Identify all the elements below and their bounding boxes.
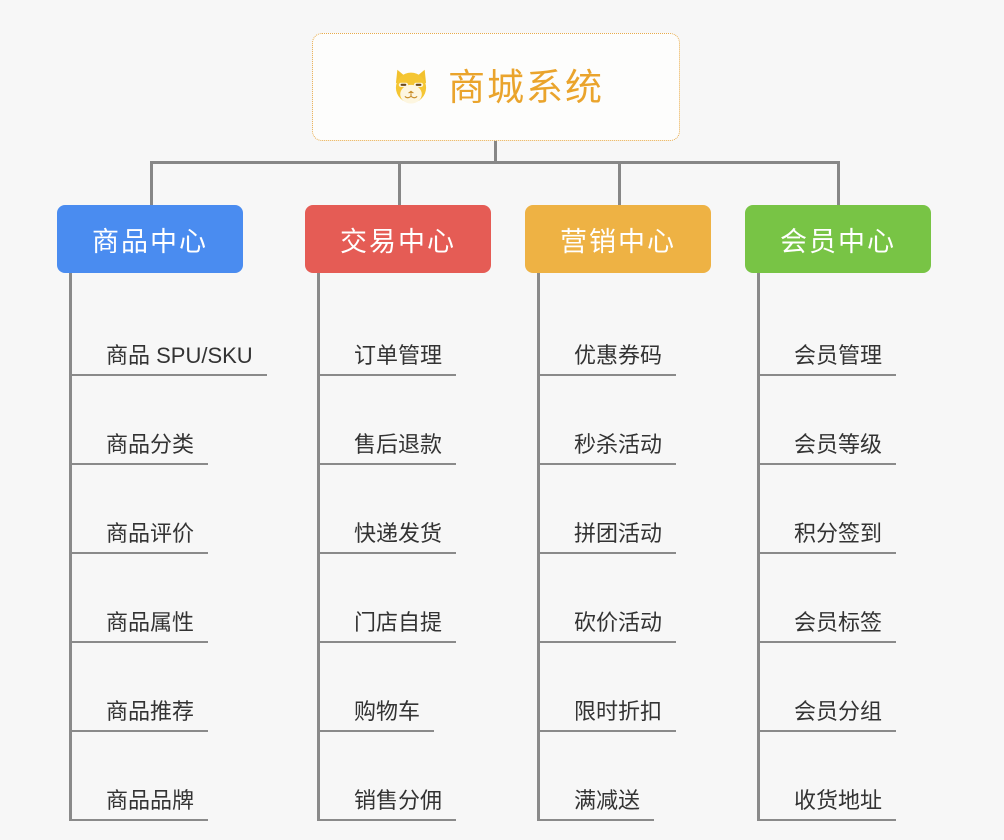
list-item[interactable]: 收货地址 (760, 732, 931, 821)
list-item[interactable]: 购物车 (320, 643, 491, 732)
list-item[interactable]: 快递发货 (320, 465, 491, 554)
leaf-label: 销售分佣 (320, 788, 457, 821)
list-item[interactable]: 售后退款 (320, 376, 491, 465)
leaf-label: 收货地址 (760, 788, 897, 821)
branch-会员中心: 会员中心 会员管理 会员等级 积分签到 会员标签 会员分组 收货地址 (745, 205, 931, 821)
list-item[interactable]: 会员等级 (760, 376, 931, 465)
list-item[interactable]: 商品分类 (72, 376, 267, 465)
leaf-label: 商品分类 (72, 432, 209, 465)
list-item[interactable]: 会员管理 (760, 287, 931, 376)
leaf-label: 商品 SPU/SKU (72, 343, 267, 376)
leaf-label: 快递发货 (320, 521, 457, 554)
category-header-4[interactable]: 会员中心 (745, 205, 931, 273)
list-item[interactable]: 商品属性 (72, 554, 267, 643)
leaf-label: 购物车 (320, 699, 435, 732)
category-header-2[interactable]: 交易中心 (305, 205, 491, 273)
root-node[interactable]: 商城系统 (312, 33, 680, 141)
leaf-label: 会员分组 (760, 699, 897, 732)
list-item[interactable]: 商品评价 (72, 465, 267, 554)
list-item[interactable]: 优惠券码 (540, 287, 711, 376)
connector-drop-4 (837, 161, 840, 206)
leaf-label: 售后退款 (320, 432, 457, 465)
leaf-label: 商品推荐 (72, 699, 209, 732)
list-item[interactable]: 门店自提 (320, 554, 491, 643)
leaf-label: 优惠券码 (540, 343, 677, 376)
leaf-list-2: 订单管理 售后退款 快递发货 门店自提 购物车 销售分佣 (317, 273, 491, 821)
leaf-list-1: 商品 SPU/SKU 商品分类 商品评价 商品属性 商品推荐 商品品牌 (69, 273, 267, 821)
category-header-1[interactable]: 商品中心 (57, 205, 243, 273)
leaf-label: 订单管理 (320, 343, 457, 376)
list-item[interactable]: 满减送 (540, 732, 711, 821)
leaf-label: 砍价活动 (540, 610, 677, 643)
category-label: 会员中心 (780, 226, 896, 257)
list-item[interactable]: 拼团活动 (540, 465, 711, 554)
list-item[interactable]: 会员分组 (760, 643, 931, 732)
list-item[interactable]: 商品推荐 (72, 643, 267, 732)
leaf-label: 会员管理 (760, 343, 897, 376)
category-header-3[interactable]: 营销中心 (525, 205, 711, 273)
branch-交易中心: 交易中心 订单管理 售后退款 快递发货 门店自提 购物车 销售分佣 (305, 205, 491, 821)
list-item[interactable]: 秒杀活动 (540, 376, 711, 465)
leaf-label: 拼团活动 (540, 521, 677, 554)
leaf-label: 商品属性 (72, 610, 209, 643)
list-item[interactable]: 订单管理 (320, 287, 491, 376)
category-label: 营销中心 (560, 226, 676, 257)
branch-营销中心: 营销中心 优惠券码 秒杀活动 拼团活动 砍价活动 限时折扣 满减送 (525, 205, 711, 821)
leaf-label: 会员标签 (760, 610, 897, 643)
connector-drop-1 (150, 161, 153, 206)
list-item[interactable]: 销售分佣 (320, 732, 491, 821)
branch-商品中心: 商品中心 商品 SPU/SKU 商品分类 商品评价 商品属性 商品推荐 商品品牌 (57, 205, 267, 821)
list-item[interactable]: 会员标签 (760, 554, 931, 643)
connector-bus (150, 161, 840, 164)
leaf-label: 门店自提 (320, 610, 457, 643)
list-item[interactable]: 限时折扣 (540, 643, 711, 732)
root-title: 商城系统 (448, 66, 604, 108)
connector-drop-3 (618, 161, 621, 206)
leaf-label: 满减送 (540, 788, 655, 821)
leaf-label: 商品品牌 (72, 788, 209, 821)
list-item[interactable]: 积分签到 (760, 465, 931, 554)
leaf-list-3: 优惠券码 秒杀活动 拼团活动 砍价活动 限时折扣 满减送 (537, 273, 711, 821)
category-label: 商品中心 (92, 226, 208, 257)
list-item[interactable]: 商品品牌 (72, 732, 267, 821)
leaf-list-4: 会员管理 会员等级 积分签到 会员标签 会员分组 收货地址 (757, 273, 931, 821)
list-item[interactable]: 砍价活动 (540, 554, 711, 643)
connector-drop-2 (398, 161, 401, 206)
leaf-label: 积分签到 (760, 521, 897, 554)
category-label: 交易中心 (340, 226, 456, 257)
leaf-label: 限时折扣 (540, 699, 677, 732)
connector-stem (494, 141, 497, 164)
leaf-label: 会员等级 (760, 432, 897, 465)
leaf-label: 商品评价 (72, 521, 209, 554)
list-item[interactable]: 商品 SPU/SKU (72, 287, 267, 376)
shiba-dog-face-icon (388, 64, 434, 110)
leaf-label: 秒杀活动 (540, 432, 677, 465)
